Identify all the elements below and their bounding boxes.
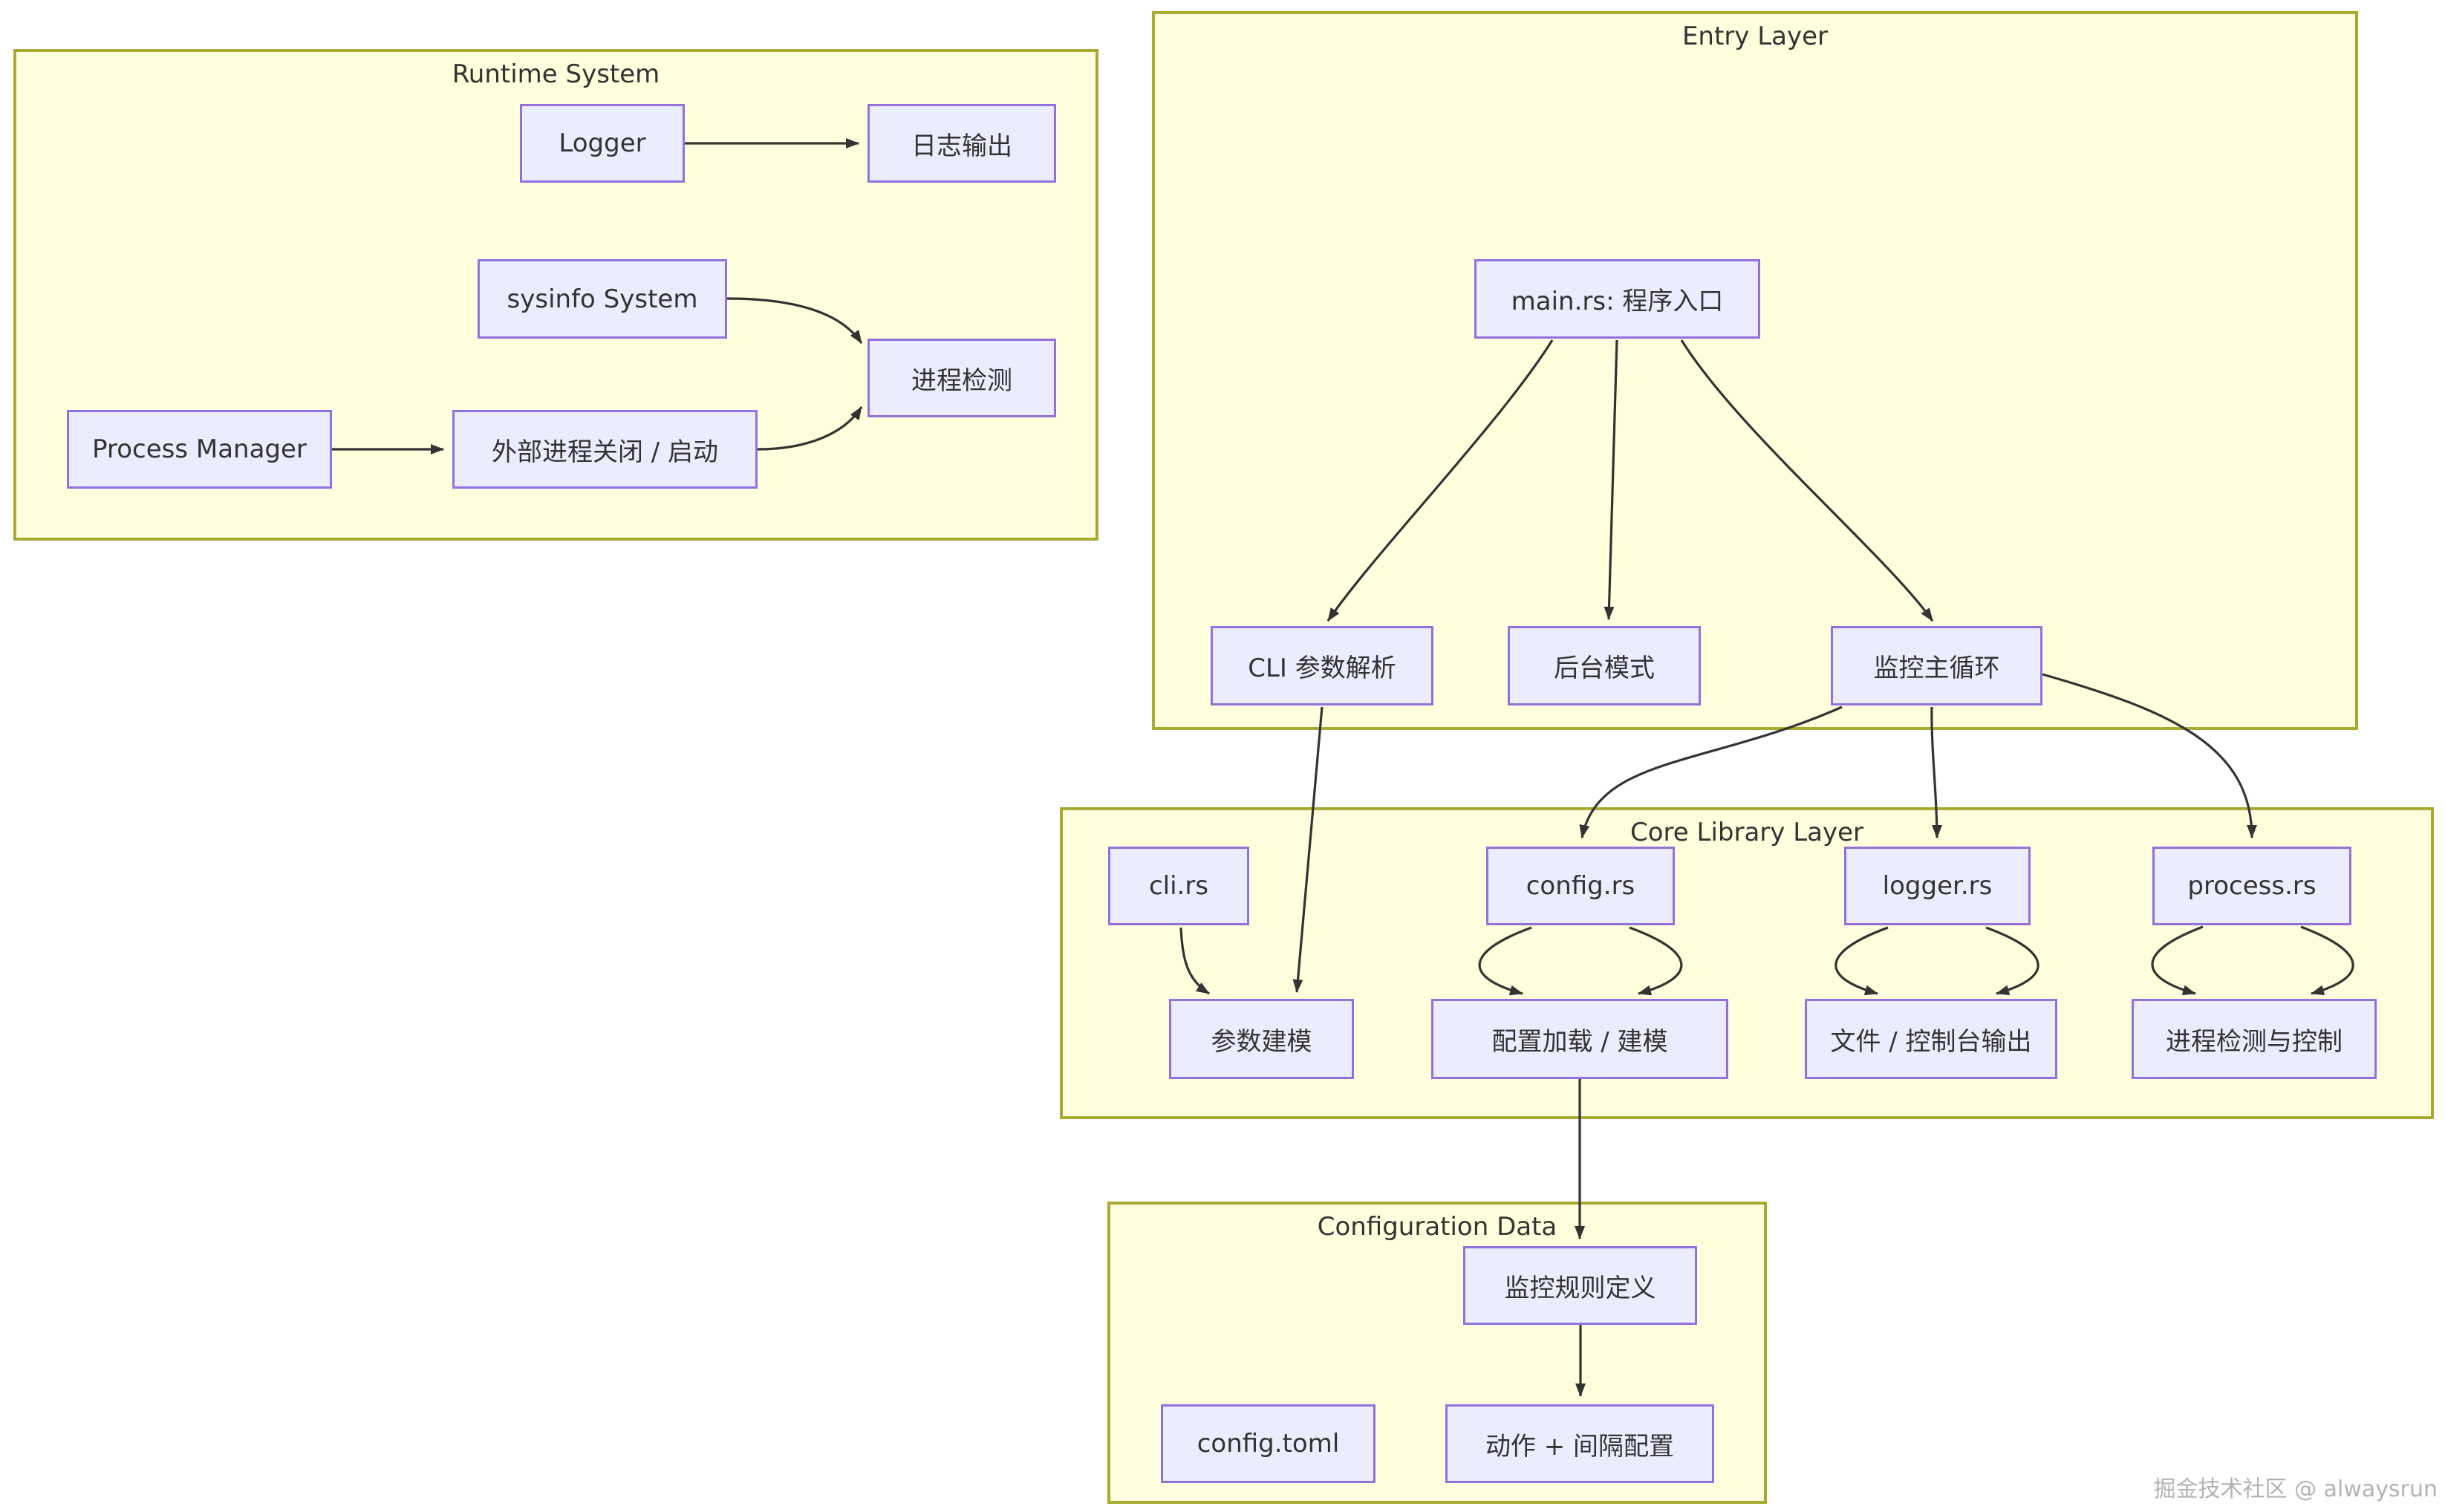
node-logger-rs-label: logger.rs bbox=[1882, 871, 1993, 901]
node-process-manager-label: Process Manager bbox=[92, 434, 307, 464]
node-process-rs: process.rs bbox=[2152, 847, 2351, 925]
node-file-console-label: 文件 / 控制台输出 bbox=[1830, 1026, 2032, 1057]
node-proc-detect-label: 进程检测 bbox=[911, 365, 1012, 396]
node-process-manager: Process Manager bbox=[67, 410, 332, 489]
node-proc-detect: 进程检测 bbox=[867, 339, 1056, 417]
node-sysinfo-system: sysinfo System bbox=[478, 259, 727, 339]
subgraph-entry-layer: Entry Layer bbox=[1152, 11, 2358, 730]
node-monitor-loop: 监控主循环 bbox=[1831, 626, 2042, 706]
node-monitor-loop-label: 监控主循环 bbox=[1873, 654, 2000, 683]
node-process-rs-label: process.rs bbox=[2187, 871, 2317, 901]
node-cli-rs-label: cli.rs bbox=[1148, 871, 1209, 901]
node-param-model: 参数建模 bbox=[1169, 999, 1354, 1079]
node-logger: Logger bbox=[520, 104, 685, 183]
node-rules-def-label: 监控规则定义 bbox=[1504, 1273, 1656, 1303]
node-ext-proc-label: 外部进程关闭 / 启动 bbox=[491, 437, 719, 467]
node-config-rs: config.rs bbox=[1486, 847, 1675, 925]
watermark-text: 掘金技术社区 @ alwaysrun bbox=[2153, 1476, 2438, 1502]
node-config-toml: config.toml bbox=[1161, 1404, 1375, 1483]
subgraph-configuration-data-title: Configuration Data bbox=[1317, 1212, 1557, 1242]
node-config-toml-label: config.toml bbox=[1197, 1429, 1340, 1459]
node-proc-ctrl-label: 进程检测与控制 bbox=[2166, 1026, 2343, 1057]
subgraph-entry-layer-title: Entry Layer bbox=[1681, 22, 1829, 51]
node-log-output: 日志输出 bbox=[867, 104, 1056, 183]
node-action-interval: 动作 + 间隔配置 bbox=[1445, 1404, 1714, 1483]
node-logger-label: Logger bbox=[559, 128, 646, 158]
node-proc-ctrl: 进程检测与控制 bbox=[2132, 999, 2377, 1079]
node-sysinfo-system-label: sysinfo System bbox=[507, 284, 698, 314]
node-cli-rs: cli.rs bbox=[1108, 847, 1249, 925]
node-ext-proc: 外部进程关闭 / 启动 bbox=[452, 410, 758, 489]
node-action-interval-label: 动作 + 间隔配置 bbox=[1485, 1431, 1675, 1462]
node-log-output-label: 日志输出 bbox=[911, 131, 1012, 161]
node-daemon-mode: 后台模式 bbox=[1508, 626, 1701, 706]
node-main-rs: main.rs: 程序入口 bbox=[1474, 259, 1760, 339]
subgraph-core-library-layer-title: Core Library Layer bbox=[1630, 818, 1863, 847]
node-config-rs-label: config.rs bbox=[1526, 871, 1635, 901]
node-config-load: 配置加载 / 建模 bbox=[1431, 999, 1728, 1079]
node-param-model-label: 参数建模 bbox=[1211, 1026, 1312, 1057]
node-daemon-mode-label: 后台模式 bbox=[1554, 654, 1655, 683]
node-file-console: 文件 / 控制台输出 bbox=[1805, 999, 2057, 1079]
node-rules-def: 监控规则定义 bbox=[1463, 1246, 1697, 1325]
node-cli-parse-label: CLI 参数解析 bbox=[1248, 654, 1396, 683]
node-cli-parse: CLI 参数解析 bbox=[1211, 626, 1433, 706]
node-config-load-label: 配置加载 / 建模 bbox=[1491, 1026, 1668, 1057]
node-logger-rs: logger.rs bbox=[1844, 847, 2031, 925]
subgraph-runtime-system-title: Runtime System bbox=[452, 59, 660, 89]
node-main-rs-label: main.rs: 程序入口 bbox=[1511, 287, 1724, 316]
